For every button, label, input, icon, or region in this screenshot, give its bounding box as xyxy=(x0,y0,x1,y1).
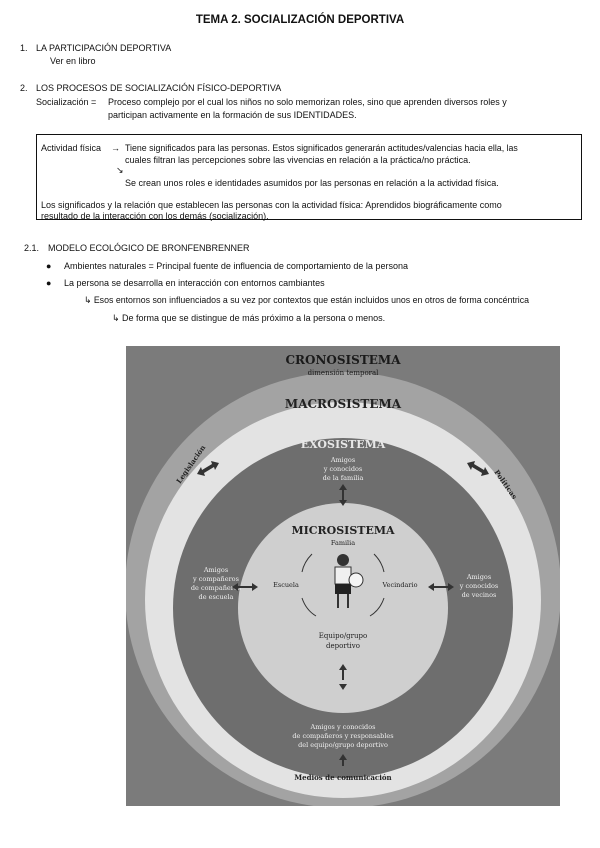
exo-top-line-1: Amigos xyxy=(330,456,355,464)
section-2-heading: LOS PROCESOS DE SOCIALIZACIÓN FÍSICO-DEP… xyxy=(36,83,281,94)
exo-right-line-3: de vecinos xyxy=(462,591,497,599)
cronosystem-label: CRONOSISTEMA xyxy=(285,353,401,367)
bullet-icon: ● xyxy=(46,261,51,272)
arrow-down-right-icon: ↘ xyxy=(116,165,124,176)
box-term: Actividad física xyxy=(41,143,101,154)
section-2-number: 2. xyxy=(20,83,28,94)
cronosystem-sublabel: dimensión temporal xyxy=(308,369,380,377)
definition-line-1: Proceso complejo por el cual los niños n… xyxy=(108,97,507,108)
macrosystem-label: MACROSISTEMA xyxy=(285,397,402,411)
ecological-model-diagram: CRONOSISTEMA dimensión temporal MACROSIS… xyxy=(126,346,560,806)
medios-label: Medios de comunicación xyxy=(294,773,391,782)
section-1-number: 1. xyxy=(20,43,28,54)
exo-top-line-3: de la familia xyxy=(323,474,364,482)
box-line-5: resultado de la interacción con los demá… xyxy=(41,211,269,222)
micro-vecindario-label: Vecindario xyxy=(382,581,418,589)
page-title: TEMA 2. SOCIALIZACIÓN DEPORTIVA xyxy=(0,14,600,26)
bullet-item-2: La persona se desarrolla en interacción … xyxy=(64,278,325,289)
box-line-3: Se crean unos roles e identidades asumid… xyxy=(125,178,499,189)
section-2-1-number: 2.1. xyxy=(24,243,39,254)
exo-bottom-line-3: del equipo/grupo deportivo xyxy=(298,741,388,749)
exo-bottom-line-2: de compañeros y responsables xyxy=(292,732,393,740)
micro-equipo-line-2: deportivo xyxy=(326,642,360,650)
exo-top-line-2: y conocidos xyxy=(323,465,363,473)
sub-point-1: ↳ Esos entornos son influenciados a su v… xyxy=(84,295,529,306)
micro-equipo-line-1: Equipo/grupo xyxy=(319,632,367,640)
micro-familia-label: Familia xyxy=(331,539,355,547)
section-2-1-heading: MODELO ECOLÓGICO DE BRONFENBRENNER xyxy=(48,243,250,254)
box-line-1: Tiene significados para las personas. Es… xyxy=(125,143,518,154)
microsystem-label: MICROSISTEMA xyxy=(291,524,395,537)
section-1-heading: LA PARTICIPACIÓN DEPORTIVA xyxy=(36,43,171,54)
definition-term: Socialización = xyxy=(36,97,96,108)
box-line-4: Los significados y la relación que estab… xyxy=(41,200,502,211)
diagram-svg: CRONOSISTEMA dimensión temporal MACROSIS… xyxy=(126,346,560,806)
exo-right-line-2: y conocidos xyxy=(459,582,499,590)
exo-left-line-4: de escuela xyxy=(199,593,234,601)
definition-line-2: participan activamente en la formación d… xyxy=(108,110,357,121)
micro-escuela-label: Escuela xyxy=(273,581,299,589)
exo-left-line-1: Amigos xyxy=(203,566,228,574)
exo-right-line-1: Amigos xyxy=(466,573,491,581)
box-line-2: cuales filtran las percepciones sobre la… xyxy=(125,155,471,166)
exo-left-line-2: y compañeros xyxy=(192,575,239,583)
sub-point-2: ↳ De forma que se distingue de más próxi… xyxy=(112,313,385,324)
section-1-note: Ver en libro xyxy=(50,56,96,67)
exosystem-label: EXOSISTEMA xyxy=(301,438,386,451)
exo-bottom-line-1: Amigos y conocidos xyxy=(310,723,376,731)
bullet-item-1: Ambientes naturales = Principal fuente d… xyxy=(64,261,408,272)
bullet-icon: ● xyxy=(46,278,51,289)
arrow-right-icon: → xyxy=(111,143,120,154)
